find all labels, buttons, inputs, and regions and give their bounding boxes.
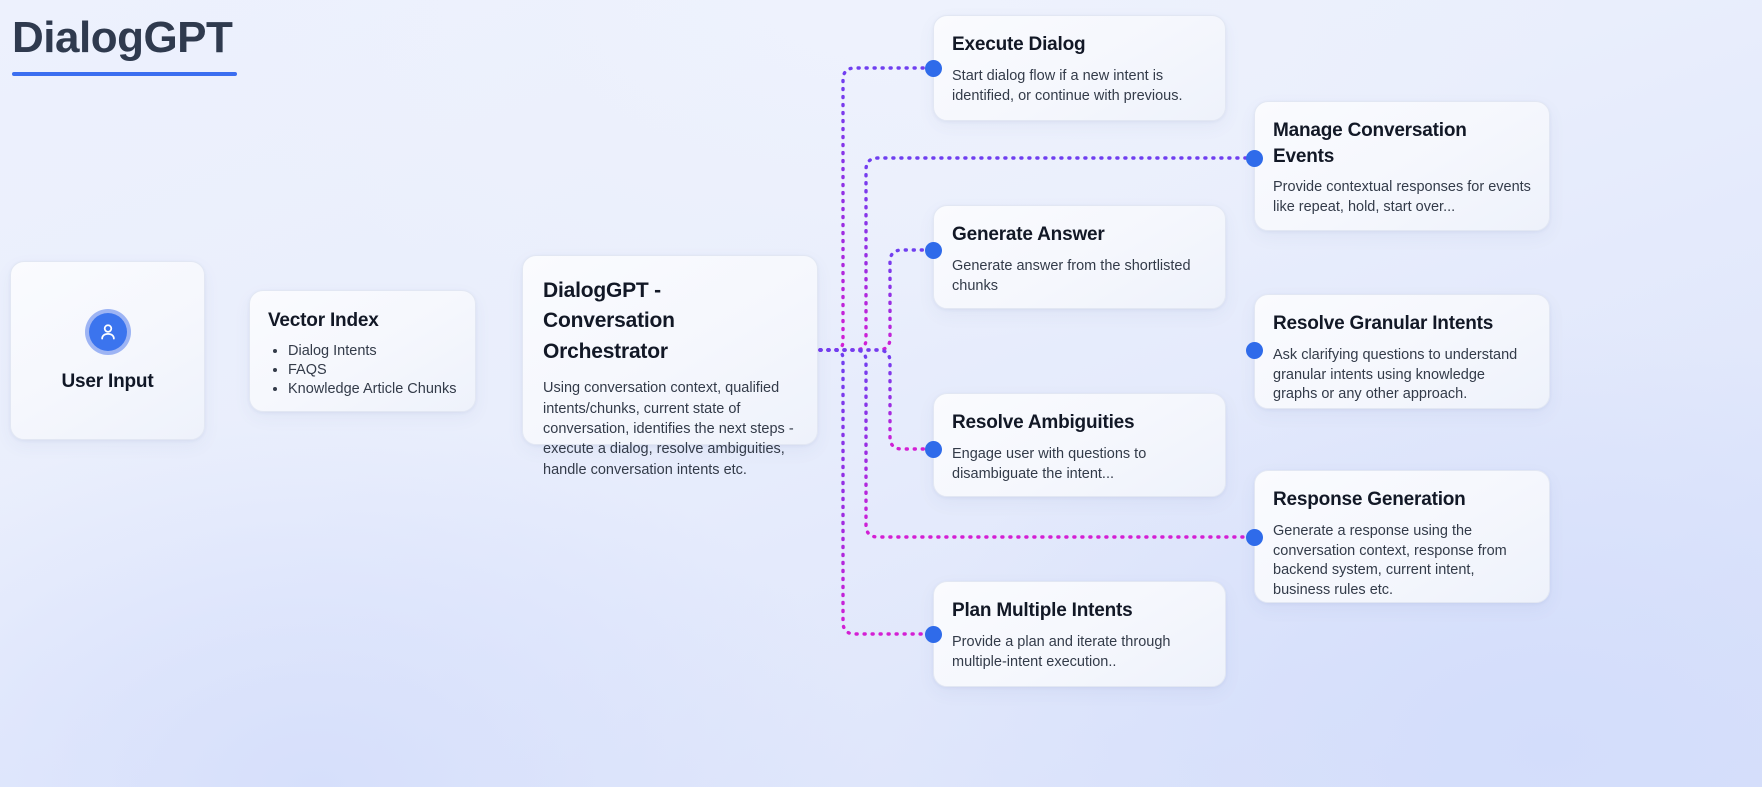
card-resolve-granular-intents[interactable]: Resolve Granular Intents Ask clarifying … bbox=[1254, 294, 1550, 409]
avatar bbox=[84, 308, 131, 355]
card-title: Resolve Granular Intents bbox=[1273, 313, 1494, 334]
list-item: Dialog Intents bbox=[288, 343, 457, 360]
card-title: Execute Dialog bbox=[952, 34, 1086, 55]
connector-dot-plan-multiple-intents bbox=[925, 626, 942, 643]
brand-underline bbox=[12, 72, 237, 77]
card-description: Ask clarifying questions to understand g… bbox=[1273, 346, 1518, 403]
card-title: Manage Conversation Events bbox=[1273, 120, 1467, 167]
list-item: FAQS bbox=[288, 362, 457, 379]
orchestrator-title: DialogGPT - Conversation Orchestrator bbox=[543, 279, 675, 363]
card-description: Engage user with questions to disambigua… bbox=[952, 445, 1147, 482]
wire-orchestrator-to-plan-multiple-intents bbox=[818, 348, 935, 636]
wire-orchestrator-to-generate-answer bbox=[818, 248, 935, 352]
card-plan-multiple-intents[interactable]: Plan Multiple Intents Provide a plan and… bbox=[933, 581, 1226, 687]
list-item: Knowledge Article Chunks bbox=[288, 381, 457, 398]
vector-index-title: Vector Index bbox=[268, 310, 379, 331]
card-user-input[interactable]: User Input bbox=[10, 261, 205, 440]
connector-dot-resolve-ambiguities bbox=[925, 441, 942, 458]
wire-orchestrator-to-execute-dialog bbox=[818, 66, 935, 352]
card-execute-dialog[interactable]: Execute Dialog Start dialog flow if a ne… bbox=[933, 15, 1226, 121]
user-input-label: User Input bbox=[61, 370, 154, 392]
card-description: Start dialog flow if a new intent is ide… bbox=[952, 67, 1183, 104]
card-title: Plan Multiple Intents bbox=[952, 600, 1133, 621]
card-manage-conversation-events[interactable]: Manage Conversation Events Provide conte… bbox=[1254, 101, 1550, 231]
card-description: Generate a response using the conversati… bbox=[1273, 522, 1507, 599]
page-title: DialogGPT bbox=[12, 13, 233, 62]
wire-orchestrator-to-resolve-ambiguities bbox=[818, 348, 935, 451]
card-description: Generate answer from the shortlisted chu… bbox=[952, 257, 1191, 294]
user-avatar-icon bbox=[88, 312, 127, 351]
connector-dot-execute-dialog bbox=[925, 60, 942, 77]
card-title: Generate Answer bbox=[952, 224, 1105, 245]
card-generate-answer[interactable]: Generate Answer Generate answer from the… bbox=[933, 205, 1226, 309]
connector-dot-response-generation bbox=[1246, 529, 1263, 546]
card-description: Provide contextual responses for events … bbox=[1273, 179, 1531, 216]
card-resolve-ambiguities[interactable]: Resolve Ambiguities Engage user with que… bbox=[933, 393, 1226, 497]
card-title: Response Generation bbox=[1273, 489, 1466, 510]
card-response-generation[interactable]: Response Generation Generate a response … bbox=[1254, 470, 1550, 603]
connector-dot-resolve-granular-intents bbox=[1246, 342, 1263, 359]
connector-dot-generate-answer bbox=[925, 242, 942, 259]
vector-index-list: Dialog Intents FAQS Knowledge Article Ch… bbox=[288, 343, 457, 399]
card-orchestrator[interactable]: DialogGPT - Conversation Orchestrator Us… bbox=[522, 255, 818, 478]
brand-block: DialogGPT bbox=[12, 13, 237, 77]
card-description: Provide a plan and iterate through multi… bbox=[952, 633, 1171, 670]
connector-dot-manage-conversation-events bbox=[1246, 150, 1263, 167]
orchestrator-description: Using conversation context, qualified in… bbox=[543, 380, 794, 478]
card-vector-index[interactable]: Vector Index Dialog Intents FAQS Knowled… bbox=[249, 290, 476, 412]
card-title: Resolve Ambiguities bbox=[952, 412, 1135, 433]
